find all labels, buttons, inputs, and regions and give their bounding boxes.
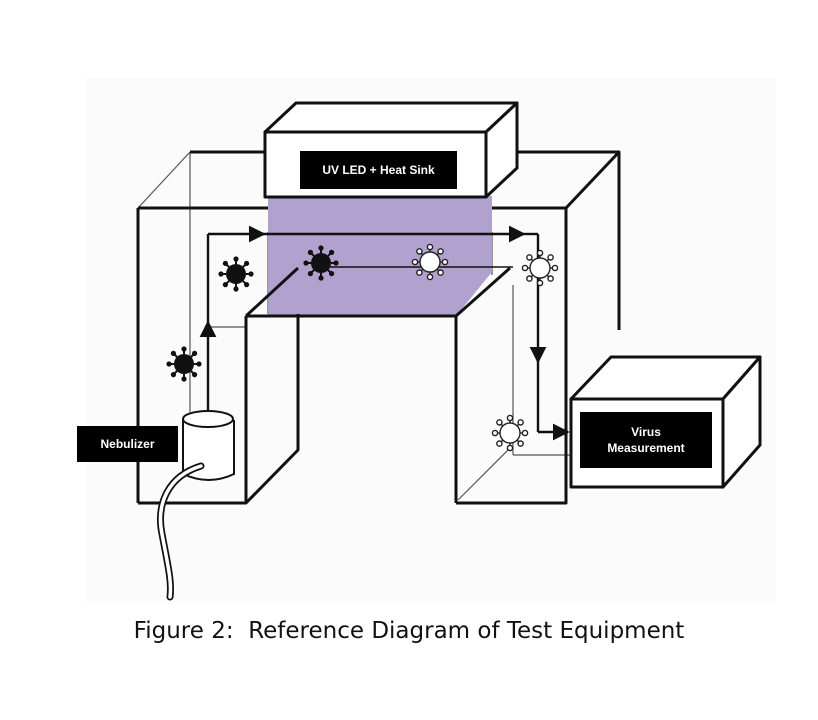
uv-led-label: UV LED + Heat Sink [300, 151, 457, 189]
uv-irradiation-zone [268, 196, 492, 316]
virus-measurement-label-line2: Measurement [607, 441, 685, 455]
figure-caption: Figure 2: Reference Diagram of Test Equi… [133, 618, 685, 644]
virus-icon-active-3 [302, 244, 340, 282]
virus-measurement-label-line1: Virus [631, 425, 661, 439]
virus-icon-inactive-1 [411, 243, 449, 281]
virus-icon-active-2 [217, 255, 255, 293]
virus-icon-active-1 [165, 345, 203, 383]
test-chamber [136, 150, 621, 505]
virus-icon-inactive-2 [521, 249, 559, 287]
virus-measurement-label: Virus Measurement [580, 412, 712, 468]
nebulizer-tube [157, 462, 205, 601]
airflow-path [199, 225, 570, 441]
nebulizer-label: Nebulizer [77, 426, 178, 462]
virus-icon-inactive-3 [491, 414, 529, 452]
